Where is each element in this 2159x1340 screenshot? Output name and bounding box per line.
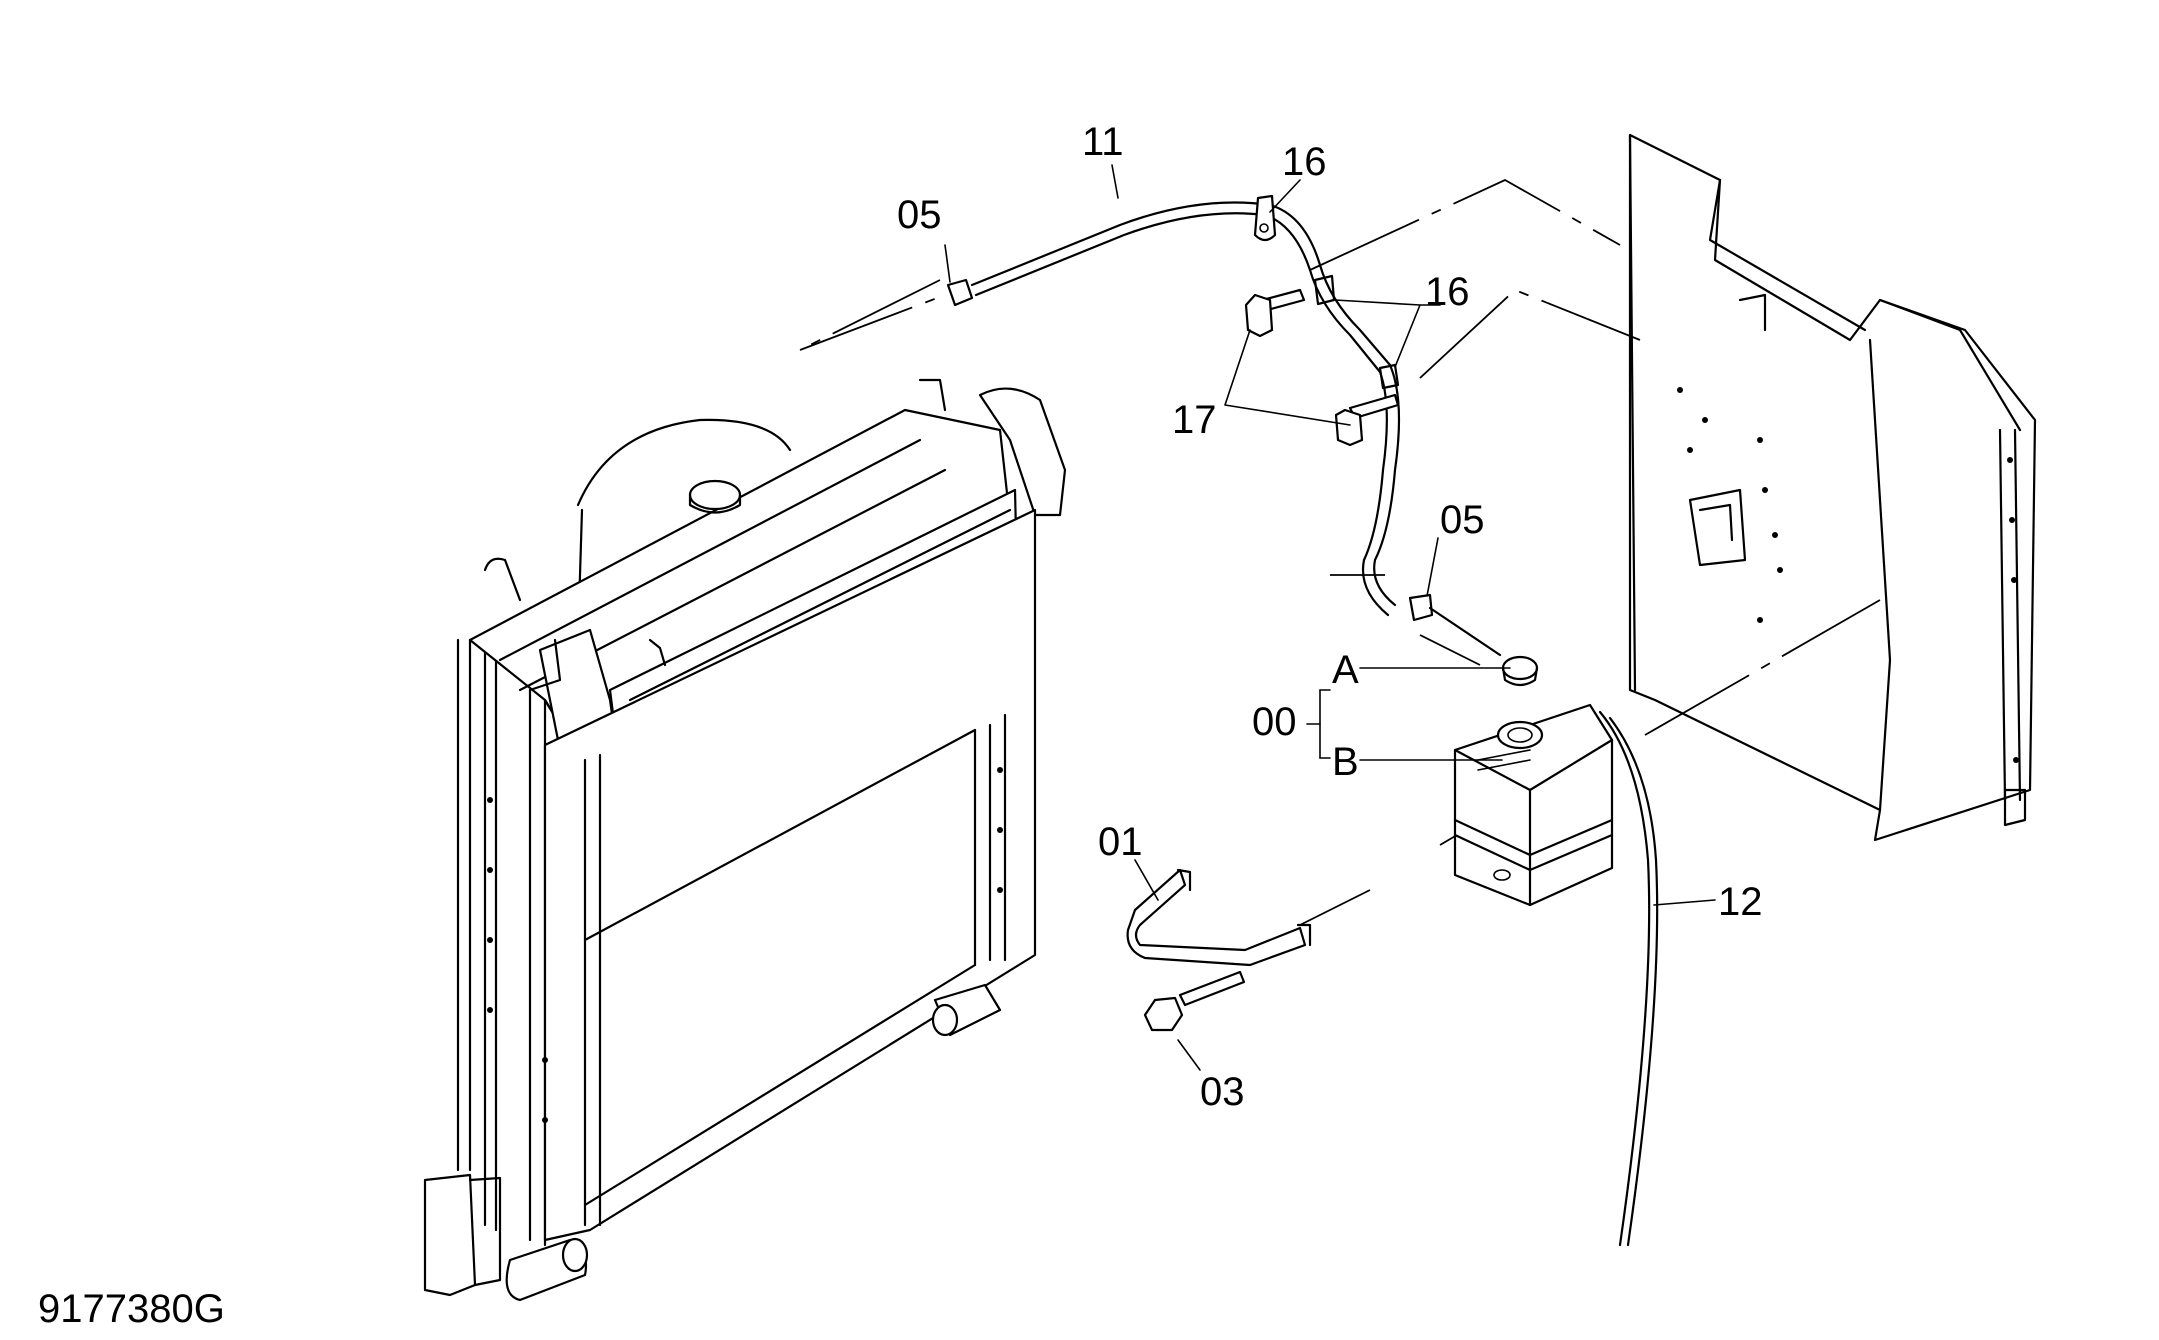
callout-A: A (1332, 648, 1359, 692)
callout-00: 00 (1252, 700, 1297, 744)
reserve-tank (1453, 655, 1659, 1247)
leader-lines (944, 164, 1716, 1071)
callout-12: 12 (1718, 880, 1763, 924)
tank-bracket (1126, 868, 1312, 967)
bolt-03 (1143, 970, 1246, 1032)
callout-05-top: 05 (897, 193, 942, 237)
callout-B: B (1332, 740, 1359, 784)
callout-03: 03 (1200, 1070, 1245, 1114)
drawing-number: 9177380G (38, 1287, 225, 1331)
callout-11: 11 (1082, 120, 1124, 164)
callout-16-right: 16 (1425, 270, 1470, 314)
callout-01: 01 (1098, 820, 1143, 864)
callout-05-mid: 05 (1440, 498, 1485, 542)
callout-16-top: 16 (1282, 140, 1327, 184)
callout-labels: 11 16 05 16 17 05 A 00 B 01 12 03 (897, 120, 1763, 1114)
overflow-hose (946, 194, 1502, 657)
mounting-frame (1628, 133, 2037, 842)
callout-17: 17 (1172, 398, 1217, 442)
radiator-assembly (423, 378, 1067, 1302)
